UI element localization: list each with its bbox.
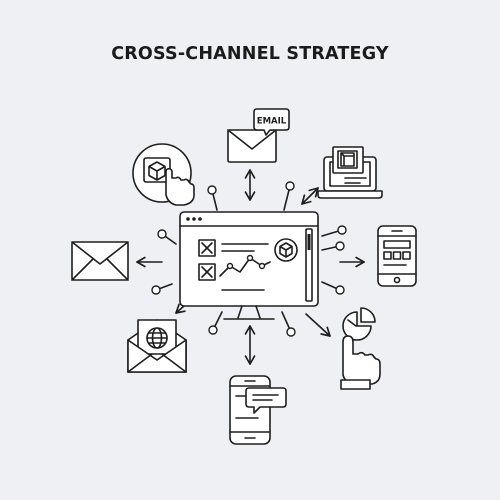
connector-bottom-right-arrow: [305, 313, 331, 337]
pie-chart-touch-icon: [340, 307, 381, 390]
connector-top-right-arrow: [301, 187, 319, 205]
globe-mail-icon: [127, 319, 187, 373]
connector-bottom-left-arrow: [175, 303, 186, 314]
envelope-icon: [71, 241, 129, 281]
laptop-icon: [317, 146, 383, 199]
diagram-title: CROSS-CHANNEL STRATEGY: [111, 44, 389, 64]
email-envelope-icon: EMAIL: [227, 108, 290, 163]
connector-dots: [151, 181, 347, 337]
mobile-chat-icon: [229, 375, 287, 445]
touch-cube-icon: [132, 143, 195, 206]
email-bubble-label: EMAIL: [257, 117, 287, 127]
smartphone-icon: [377, 225, 417, 287]
email-speech-bubble: [253, 108, 290, 136]
connectors: [136, 169, 365, 365]
monitor-icon: [179, 211, 319, 320]
